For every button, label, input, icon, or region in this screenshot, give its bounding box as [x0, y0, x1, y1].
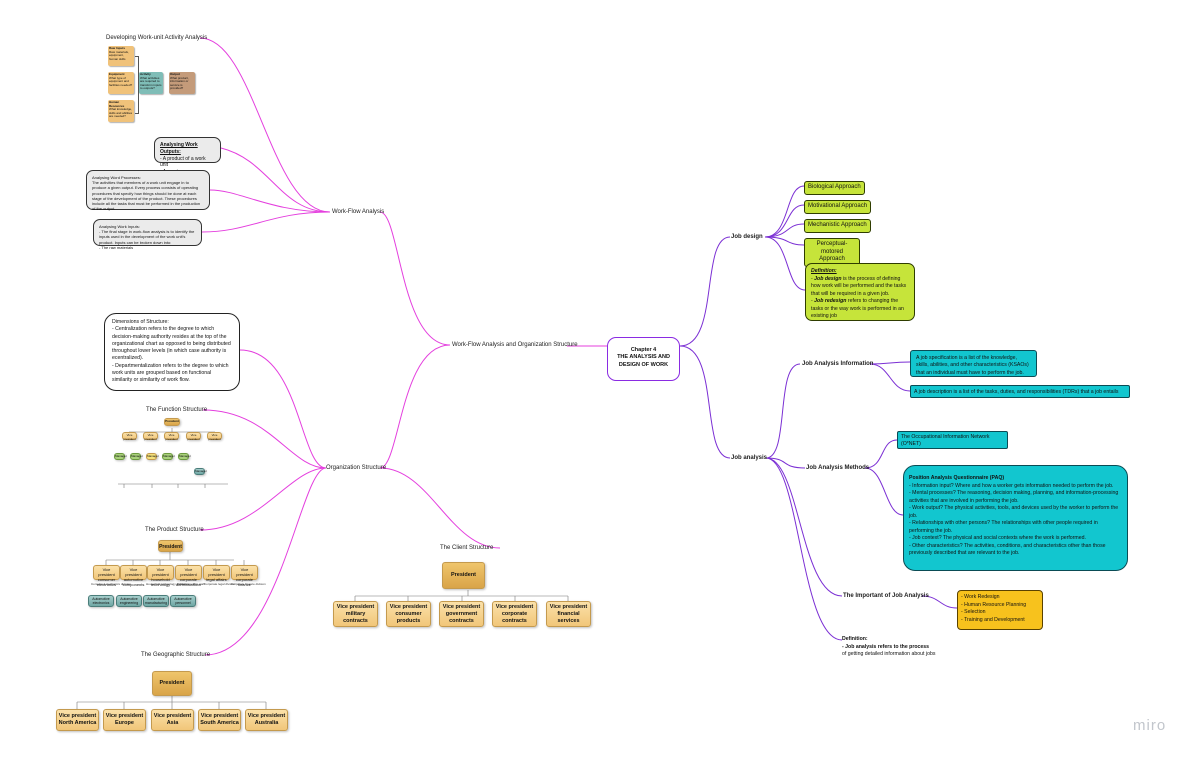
- note-paq[interactable]: Position Analysis Questionnaire (PAQ) - …: [903, 465, 1128, 571]
- client-chart-vp: Vice president consumer products: [386, 601, 431, 627]
- product-chart-vp: Vice president consumer electronics: [93, 565, 120, 587]
- client-chart-vp: Vice president financial services: [546, 601, 591, 627]
- function-chart-manager: Manager: [114, 453, 127, 460]
- product-chart-subunit: Automotive personnel: [170, 595, 196, 607]
- node-mechanistic-approach[interactable]: Mechanistic Approach: [804, 219, 871, 233]
- topic-function-structure[interactable]: The Function Structure: [146, 407, 208, 413]
- diagram-bracket: [135, 56, 139, 114]
- client-chart-vp: Vice president government contracts: [439, 601, 484, 627]
- node-motivational-approach[interactable]: Motivational Approach: [804, 200, 872, 214]
- topic-product-structure[interactable]: The Product Structure: [145, 527, 204, 533]
- note-work-inputs[interactable]: Analysing Work Inputs: - The final stage…: [93, 219, 202, 250]
- product-chart-division: Corporate office staff: [177, 582, 205, 586]
- geo-chart-vp: Vice president Europe: [103, 709, 146, 731]
- topic-important-of-job-analysis[interactable]: The Important of Job Analysis: [843, 593, 929, 599]
- product-chart-vp: Vice president automotive components: [120, 565, 147, 587]
- function-chart-vp: Vice president: [143, 432, 158, 441]
- client-chart-vp: Vice president corporate contracts: [492, 601, 537, 627]
- central-topic[interactable]: Chapter 4 THE ANALYSIS AND DESIGN OF WOR…: [607, 337, 680, 381]
- geo-chart-vp: Vice president North America: [56, 709, 99, 731]
- note-job-description[interactable]: A job description is a list of the tasks…: [910, 385, 1130, 398]
- function-chart-president: President: [164, 418, 180, 426]
- topic-job-analysis-methods[interactable]: Job Analysis Methods: [806, 465, 870, 471]
- product-chart-division: Corporate legal division: [204, 582, 236, 586]
- central-topic-chapter: Chapter 4: [630, 347, 657, 353]
- note-work-outputs[interactable]: Analysing Work Outputs: - A product of a…: [154, 137, 221, 175]
- function-chart-vp: Vice president: [186, 432, 201, 441]
- topic-geographic-structure[interactable]: The Geographic Structure: [141, 652, 211, 658]
- topic-job-design[interactable]: Job design: [731, 234, 763, 240]
- function-chart-vp: Vice president: [164, 432, 179, 441]
- function-chart-vp: Vice president: [122, 432, 137, 441]
- client-chart-vp: Vice president military contracts: [333, 601, 378, 627]
- topic-workflow-and-organization[interactable]: Work-Flow Analysis and Organization Stru…: [452, 342, 578, 348]
- function-structure-chart: President Vice president Vice president …: [112, 418, 234, 500]
- product-chart-division: Household technology division: [146, 582, 187, 586]
- product-chart-division: Corporate finance division: [231, 582, 266, 586]
- product-chart-vp: Vice president corporate finance: [231, 565, 258, 587]
- topic-job-analysis-information[interactable]: Job Analysis Information: [802, 361, 874, 367]
- central-topic-title: THE ANALYSIS AND DESIGN OF WORK: [617, 354, 670, 368]
- geo-chart-vp: Vice president Australia: [245, 709, 288, 731]
- product-chart-vp: Vice president household technology: [147, 565, 174, 587]
- node-perceptual-motored-approach[interactable]: Perceptual-motored Approach: [804, 238, 860, 267]
- product-chart-vp: Vice president legal affairs: [203, 565, 230, 582]
- function-chart-manager: Manager: [162, 453, 175, 460]
- product-chart-subunit: Automotive manufacturing: [143, 595, 169, 607]
- note-importance-list[interactable]: - Work Redesign - Human Resource Plannin…: [957, 590, 1043, 630]
- product-chart-subunit: Automotive electronics: [88, 595, 114, 607]
- product-chart-president: President: [158, 540, 183, 552]
- topic-developing-activity-analysis[interactable]: Developing Work-unit Activity Analysis: [106, 35, 208, 41]
- product-chart-vp: Vice president corporate administration: [175, 565, 202, 587]
- note-dimensions-of-structure[interactable]: Dimensions of Structure: - Centralizatio…: [104, 313, 240, 391]
- client-chart-president: President: [442, 562, 485, 589]
- function-chart-manager: Manager: [146, 453, 159, 460]
- topic-workflow-analysis[interactable]: Work-Flow Analysis: [332, 209, 385, 215]
- note-onet[interactable]: The Occupational Information Network (O*…: [897, 431, 1008, 449]
- geo-chart-vp: Vice president South America: [198, 709, 241, 731]
- note-job-design-definition[interactable]: Definition: - Job design is the process …: [805, 263, 915, 321]
- function-chart-manager: Manager: [178, 453, 191, 460]
- note-job-specification[interactable]: A job specification is a list of the kno…: [910, 350, 1037, 377]
- topic-organization-structure[interactable]: Organization Structure: [326, 465, 387, 471]
- function-chart-vp: Vice president: [207, 432, 222, 441]
- geo-chart-vp: Vice president Asia: [151, 709, 194, 731]
- note-work-processes[interactable]: Analysing Word Processes: The activities…: [86, 170, 210, 211]
- topic-client-structure[interactable]: The Client Structure: [440, 545, 494, 551]
- node-biological-approach[interactable]: Biological Approach: [804, 181, 865, 195]
- function-chart-manager: Manager: [194, 468, 207, 475]
- product-chart-subunit: Automotive engineering: [116, 595, 142, 607]
- topic-job-analysis[interactable]: Job analysis: [731, 455, 768, 461]
- geo-chart-president: President: [152, 671, 192, 696]
- function-chart-manager: Manager: [130, 453, 143, 460]
- note-job-analysis-definition[interactable]: Definition: - Job analysis refers to the…: [842, 636, 936, 658]
- miro-logo: miro: [1133, 717, 1167, 734]
- product-chart-division: Consumer electronics division: [91, 582, 131, 586]
